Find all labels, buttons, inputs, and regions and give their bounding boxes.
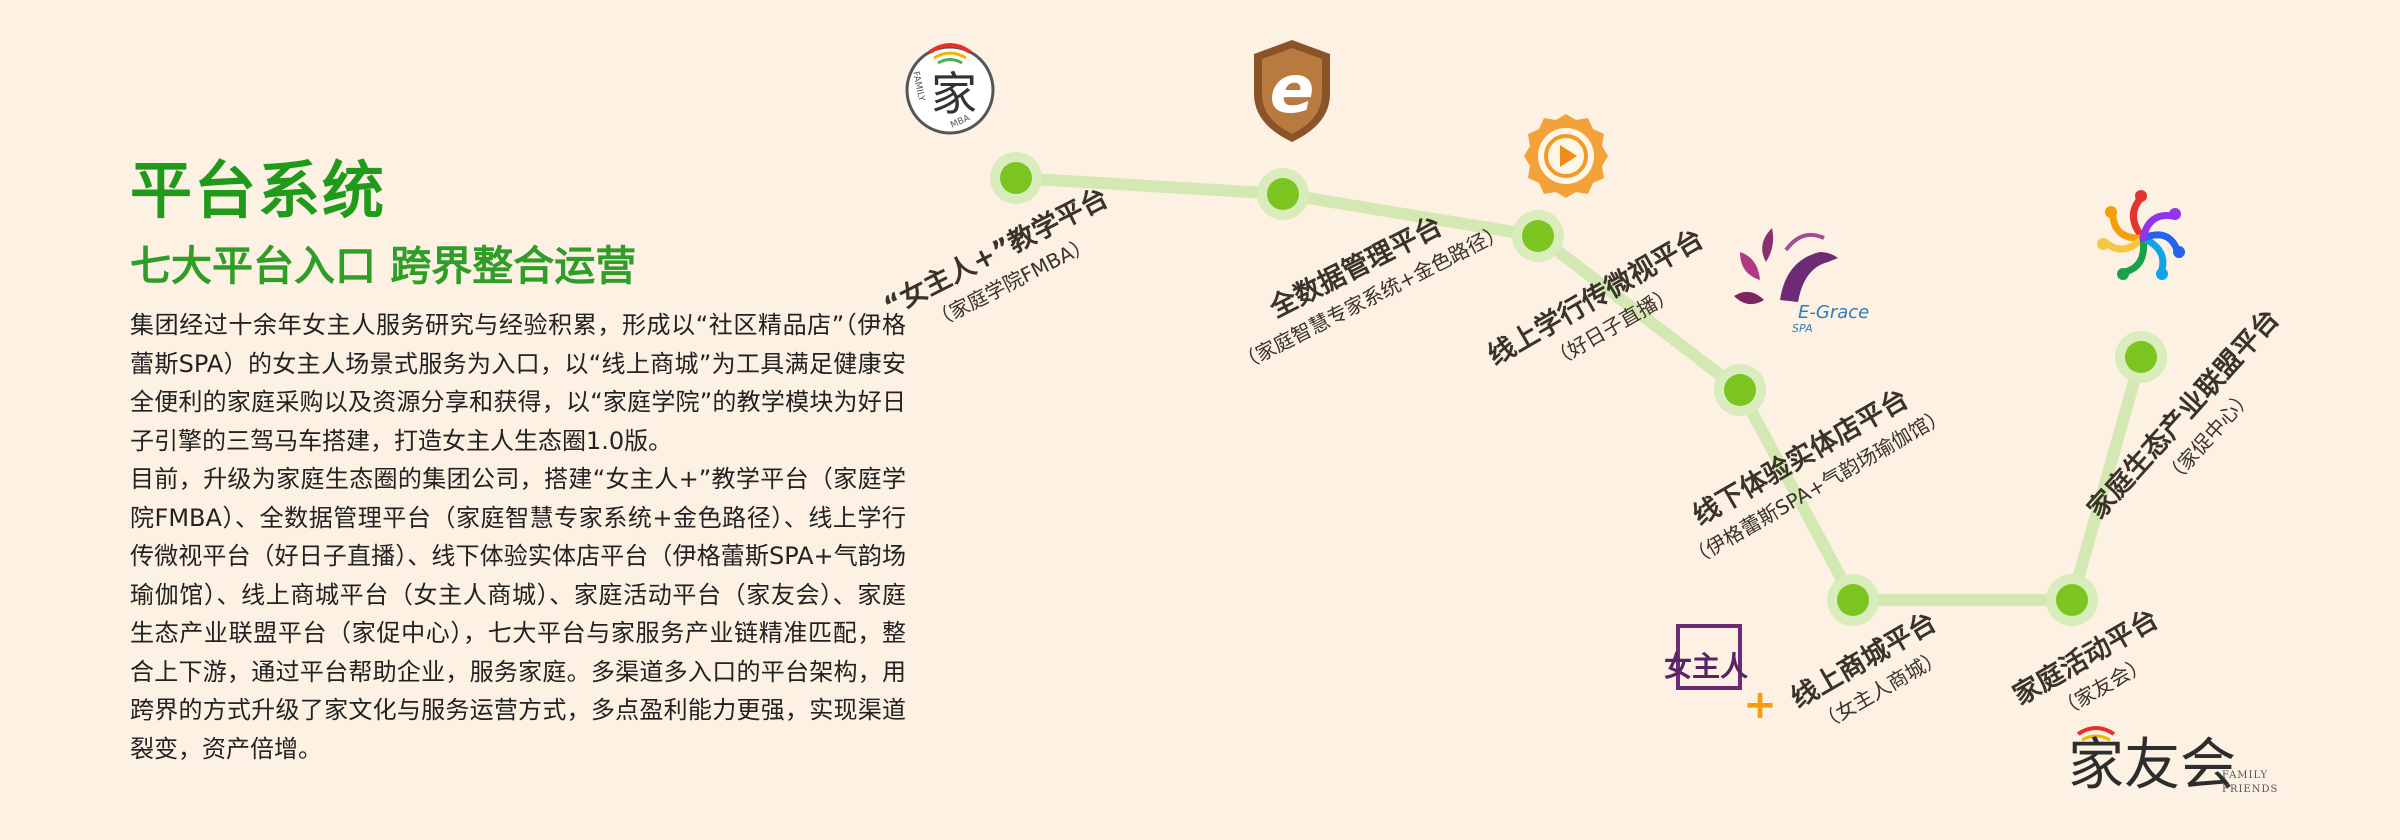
data-shield-letter: e	[1270, 51, 1315, 128]
egrace-spa: SPA	[1792, 322, 1813, 335]
platform-label-1: “女主人+”教学平台 （家庭学院FMBA）	[879, 182, 1114, 333]
nvzhuren-mall-logo: 女主人 +	[1664, 624, 1777, 728]
platform-node-7	[2115, 331, 2167, 383]
jiayouhui-logo-chars: 家友会	[2068, 733, 2236, 798]
data-shield-logo: e	[1254, 40, 1330, 142]
egrace-name: E-Grace	[1798, 302, 1869, 323]
jiayouhui-logo-en-2: FRIENDS	[2222, 784, 2278, 795]
play-icon	[1560, 145, 1577, 167]
platform-node-1	[990, 152, 1042, 204]
page-subtitle: 七大平台入口 跨界整合运营	[130, 242, 637, 290]
jiayouhui-logo: 家友会 FAMILY FRIENDS	[2068, 726, 2278, 798]
alliance-flower-logo	[2097, 190, 2185, 280]
page-title: 平台系统	[130, 154, 387, 227]
nvzhuren-logo-chars: 女主人	[1664, 650, 1748, 683]
platform-node-5	[1827, 574, 1879, 626]
platform-node-6	[2046, 574, 2098, 626]
fmba-logo: 家 FAMILY MBA	[905, 43, 995, 135]
platform-node-2	[1257, 168, 1309, 220]
platform-node-3	[1512, 210, 1564, 262]
intro-text: 集团经过十余年女主人服务研究与经验积累，形成以“社区精品店”（伊格蕾斯SPA）的…	[130, 306, 906, 768]
jiayouhui-logo-en-1: FAMILY	[2222, 770, 2268, 781]
platform-label-4: 线下体验实体店平台 （伊格蕾斯SPA+气韵场瑜伽馆）	[1684, 383, 1951, 571]
platform-node-4	[1714, 364, 1766, 416]
egrace-spa-logo: E-Grace SPA	[1734, 228, 1869, 335]
platform-title-7: 家庭生态产业联盟平台	[2081, 303, 2285, 525]
platform-label-6: 家庭活动平台 （家友会）	[2007, 603, 2163, 722]
fmba-logo-char: 家	[931, 67, 977, 121]
platform-path-line	[1010, 172, 2147, 606]
intro-paragraph-1: 集团经过十余年女主人服务研究与经验积累，形成以“社区精品店”（伊格蕾斯SPA）的…	[130, 311, 906, 455]
video-badge-logo	[1524, 114, 1608, 198]
platform-label-2: 全数据管理平台 （家庭智慧专家系统+金色路径）	[1234, 210, 1509, 376]
intro-paragraph-2: 目前，升级为家庭生态圈的集团公司，搭建“女主人+”教学平台（家庭学院FMBA）、…	[130, 465, 906, 763]
platform-label-5: 线上商城平台 （女主人商城）	[1785, 606, 1947, 735]
platform-label-7: 家庭生态产业联盟平台 （家促中心）	[2081, 303, 2285, 525]
nvzhuren-logo-plus: +	[1743, 682, 1777, 728]
